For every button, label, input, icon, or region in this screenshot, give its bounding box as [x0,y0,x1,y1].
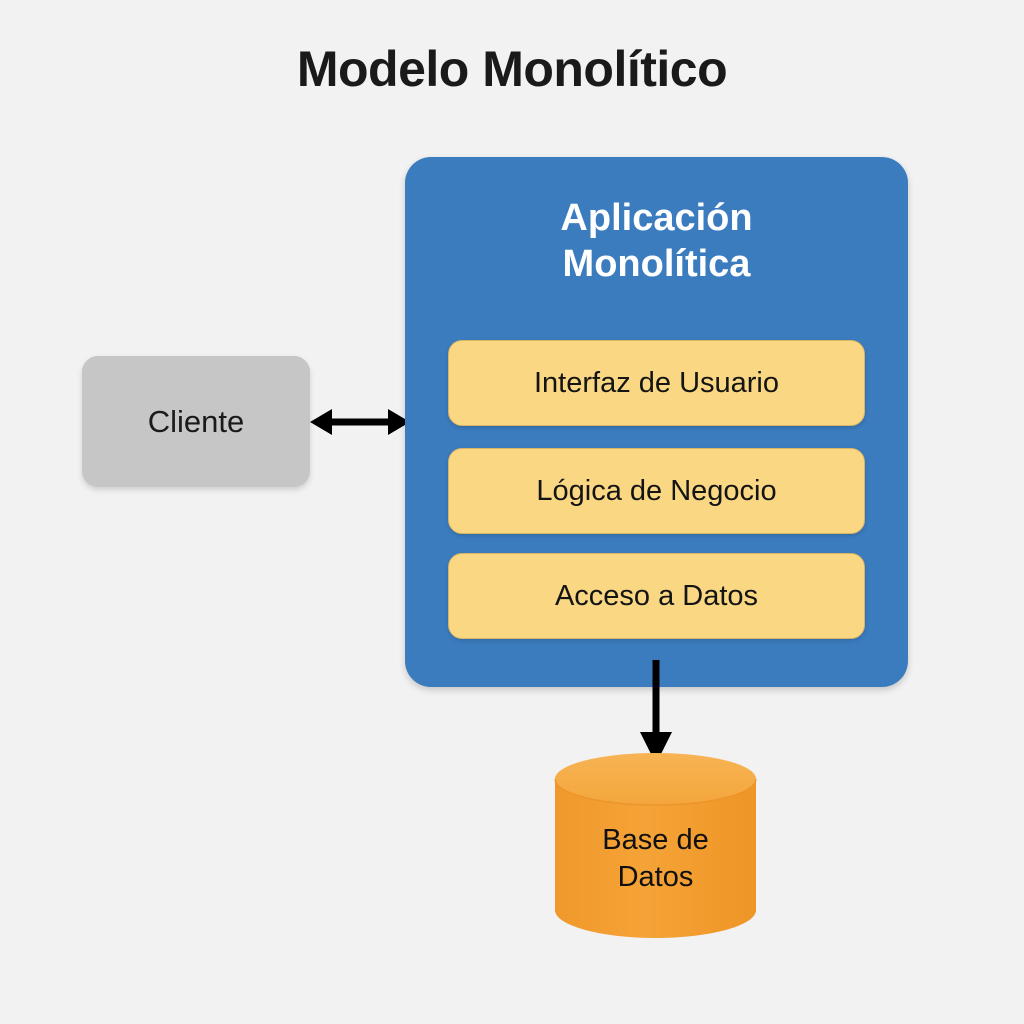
monolith-title-line-1: Aplicación [560,197,753,239]
monolith-title-line-2: Monolítica [562,243,751,286]
client-node-label: Cliente [147,403,245,439]
layer-label: Lógica de Negocio [536,474,777,507]
layer-label: Interfaz de Usuario [533,366,779,399]
client-node[interactable]: Cliente [82,356,310,487]
monolith-title: Aplicación Monolítica [405,195,908,288]
bidirectional-arrow-icon [310,409,410,435]
down-arrow-icon [640,660,672,764]
database-cylinder-node[interactable] [553,752,758,940]
monolithic-application-node[interactable]: Aplicación Monolítica Interfaz de Usuari… [405,157,908,687]
page-title: Modelo Monolítico [296,41,728,97]
layer-label: Acceso a Datos [554,579,759,612]
layer-box-logica-de-negocio[interactable]: Lógica de Negocio [448,448,865,534]
layer-box-acceso-a-datos[interactable]: Acceso a Datos [448,553,865,639]
layer-box-interfaz-de-usuario[interactable]: Interfaz de Usuario [448,340,865,426]
